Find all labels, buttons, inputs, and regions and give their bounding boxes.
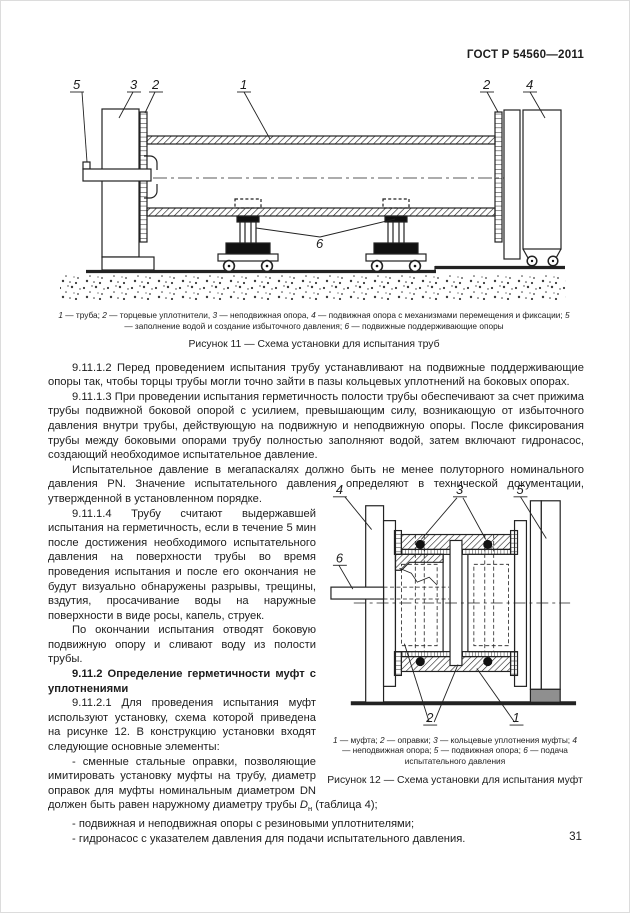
callout-5: 5: [73, 77, 81, 92]
callout-1: 1: [240, 77, 247, 92]
pipe: [128, 135, 513, 217]
legend-num: 2: [379, 734, 385, 745]
legend-num: 3: [433, 734, 438, 745]
legend-text: — подвижные поддерживающие опоры: [349, 320, 504, 331]
support-trolley-left: [217, 198, 279, 273]
movable-support: [503, 109, 562, 267]
figure-12: 4 3 5 6 2 1 1 — муфта; 2 — оправки; 3 — …: [326, 473, 584, 789]
figure-12-legend: 1 — муфта; 2 — оправки; 3 — кольцевые уп…: [326, 735, 584, 767]
legend-text: — неподвижная опора,: [217, 310, 312, 320]
callout-4: 4: [336, 481, 343, 496]
callout-2: 2: [425, 710, 433, 725]
page-number: 31: [569, 830, 582, 843]
diameter-symbol: D: [299, 799, 308, 812]
water-inlet: [82, 155, 158, 199]
page-content: ГОСТ Р 54560—2011: [48, 1, 584, 846]
figure-11: 5 3 2 1 2 4 6 1 — труба; 2 — торцевые уп…: [58, 77, 570, 350]
paragraph-test-pressure: Испытательное давление в мегапаскалях до…: [48, 463, 584, 505]
legend-text: — торцевые уплотнители,: [106, 310, 213, 320]
figure-12-callout-labels: 4 3 5 6 2 1: [336, 481, 525, 724]
legend-text: — оправки;: [384, 734, 434, 745]
legend-text: — подача испытательного давления: [404, 745, 568, 767]
paragraph-9-11-1-3: 9.11.1.3 При проведении испытания гермет…: [48, 390, 584, 462]
legend-num: 5: [433, 745, 439, 756]
body-text: 9.11.1.2 Перед проведением испытания тру…: [48, 361, 584, 847]
figure-11-legend: 1 — труба; 2 — торцевые уплотнители, 3 —…: [58, 310, 570, 332]
figure-11-drawing: 5 3 2 1 2 4 6: [60, 77, 566, 300]
figure-11-callouts: [70, 91, 546, 238]
callout-6: 6: [336, 550, 344, 565]
ground: [60, 265, 566, 300]
doc-number: ГОСТ Р 54560—2011: [466, 48, 584, 61]
legend-num: 2: [102, 310, 107, 320]
legend-num: 4: [572, 734, 578, 745]
legend-num: 1: [58, 310, 63, 320]
pressure-inlet: [330, 586, 450, 600]
callout-2-left: 2: [151, 77, 160, 92]
callout-1: 1: [513, 710, 520, 725]
support-trolley-right: [365, 198, 427, 273]
legend-text: — труба;: [62, 310, 103, 320]
callout-3: 3: [130, 77, 138, 92]
callout-4: 4: [526, 77, 533, 92]
legend-text: — подвижная опора с механизмами перемеще…: [315, 310, 566, 320]
figure-12-callouts: [332, 495, 547, 726]
paragraph-9-11-1-4: 9.11.1.4 Трубу считают выдержавшей испыт…: [48, 507, 316, 622]
legend-num: 6: [344, 320, 350, 331]
callout-6: 6: [316, 236, 324, 251]
fixed-support: [101, 108, 155, 271]
legend-num: 6: [523, 745, 528, 756]
legend-text: — подвижная опора;: [438, 745, 524, 756]
paragraph-9-11-1-2: 9.11.1.2 Перед проведением испытания тру…: [48, 361, 584, 389]
mandrels-text: - сменные стальные оправки, позволяющие …: [48, 755, 316, 812]
figure-12-drawing: 4 3 5 6 2 1: [330, 481, 577, 726]
mandrels-text-end: (таблица 4);: [312, 799, 378, 812]
end-seal-right: [494, 111, 503, 243]
callout-5: 5: [517, 481, 525, 496]
legend-text: — муфта;: [337, 734, 380, 745]
diameter-subscript: н: [307, 804, 313, 814]
paragraph-mandrels: - сменные стальные оправки, позволяющие …: [48, 755, 584, 818]
figure-11-caption: Рисунок 11 — Схема установки для испытан…: [188, 338, 440, 350]
movable-support: [513, 499, 561, 703]
paragraph-pump: - гидронасос с указателем давления для п…: [72, 832, 466, 845]
ring-seals: [415, 539, 493, 666]
paragraph-supports: - подвижная и неподвижная опоры с резино…: [72, 818, 415, 831]
heading-9-11-2: 9.11.2 Определение герметичности муфт с …: [48, 668, 316, 695]
paragraph-9-11-2-1: 9.11.2.1 Для проведения испытания муфт и…: [48, 697, 316, 754]
legend-text: — заполнение водой и создание избыточног…: [124, 320, 345, 331]
figure-11-callout-labels: 5 3 2 1 2 4 6: [73, 77, 533, 251]
legend-num: 4: [311, 310, 316, 320]
legend-text: — неподвижная опора;: [342, 745, 434, 756]
callout-3: 3: [456, 481, 464, 496]
paragraph-after-test: По окончании испытания отводят боковую п…: [48, 624, 316, 666]
legend-num: 3: [212, 310, 218, 320]
callout-2-right: 2: [482, 77, 491, 92]
legend-text: — кольцевые уплотнения муфты;: [437, 734, 573, 745]
legend-num: 5: [565, 310, 570, 320]
figure-12-caption: Рисунок 12 — Схема установки для испытан…: [327, 774, 583, 786]
fixed-support: [365, 504, 397, 703]
legend-num: 1: [332, 734, 338, 745]
